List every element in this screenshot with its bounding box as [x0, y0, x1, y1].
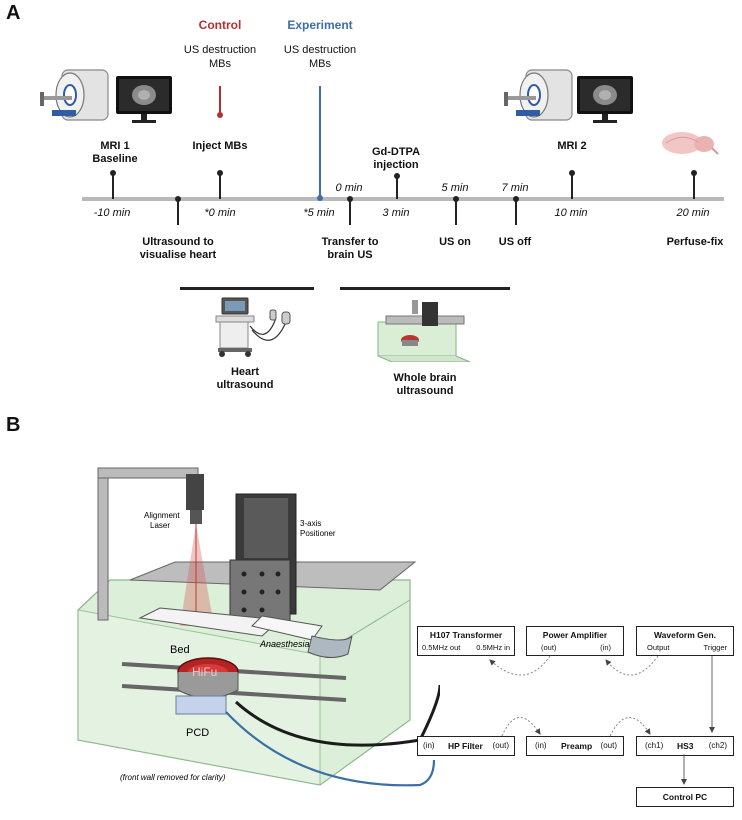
label-anaesthesia: Anaesthesia [259, 639, 310, 649]
dot-transfer [347, 196, 353, 202]
label-laser-2: Laser [150, 521, 170, 530]
dot-mri1 [110, 170, 116, 176]
label-pcd: PCD [186, 727, 209, 739]
time-0-star: *0 min [204, 207, 236, 219]
time-minus10: -10 min [93, 207, 131, 219]
tick-heart-us [177, 199, 179, 225]
brain-us-rig-icon [377, 300, 471, 362]
box-control-pc: Control PC [636, 787, 734, 807]
tick-transfer [349, 199, 351, 225]
mri-scanner-2-icon [504, 69, 573, 121]
mri-monitor-1-icon [116, 76, 172, 123]
mri-monitor-2-icon [577, 76, 633, 123]
experiment-marker-line [319, 86, 321, 198]
timeline-bar [82, 197, 724, 201]
panel-a-letter: A [6, 2, 21, 24]
dot-perfuse [691, 170, 697, 176]
tick-gd [396, 176, 398, 199]
time-5-star: *5 min [303, 207, 335, 219]
control-sub-line2: MBs [209, 58, 231, 70]
tick-us-off [515, 199, 517, 225]
tick-mri1 [112, 173, 114, 199]
dot-us-on [453, 196, 459, 202]
event-mri2: MRI 2 [557, 140, 587, 152]
heart-us-bar [180, 287, 314, 290]
label-front-wall: (front wall removed for clarity) [120, 773, 226, 782]
time-20: 20 min [676, 207, 710, 219]
box-waveform: Waveform Gen. Output Trigger [636, 626, 734, 656]
event-inject-mbs: Inject MBs [192, 140, 248, 152]
box-hs3: (ch1) HS3 (ch2) [636, 736, 734, 756]
experiment-label: Experiment [287, 18, 353, 32]
label-positioner-1: 3-axis [300, 519, 321, 528]
dot-inject [217, 170, 223, 176]
dot-heart-us [175, 196, 181, 202]
label-hifu: HiFu [192, 665, 217, 679]
label-bed: Bed [170, 644, 190, 656]
time-5: 5 min [441, 182, 469, 194]
event-us-off: US off [498, 236, 532, 248]
tick-perfuse [693, 173, 695, 199]
mri-scanner-1-icon [40, 69, 109, 121]
brain-icon [662, 132, 719, 155]
tick-us-on [455, 199, 457, 225]
experiment-sub-line2: MBs [309, 58, 331, 70]
label-positioner-2: Positioner [300, 529, 336, 538]
event-us-on: US on [439, 236, 471, 248]
control-marker-line [219, 86, 221, 114]
dot-mri2 [569, 170, 575, 176]
time-7: 7 min [501, 182, 529, 194]
hifu-rig-drawing: Bed Anaesthesia HiFu PCD (front wall rem… [77, 467, 440, 787]
panel-b-letter: B [6, 414, 21, 436]
time-10: 10 min [554, 207, 588, 219]
block-diagram-arrows [489, 655, 715, 785]
tick-inject [219, 173, 221, 199]
box-preamp: (in) Preamp (out) [526, 736, 624, 756]
time-0: 0 min [335, 182, 363, 194]
control-marker-dot [217, 112, 223, 118]
box-h107: H107 Transformer 0.5MHz out 0.5MHz in [417, 626, 515, 656]
box-power-amp: Power Amplifier (out) (in) [526, 626, 624, 656]
dot-experiment [317, 195, 323, 201]
control-label: Control [198, 18, 242, 32]
box-hp-filter: (in) HP Filter (out) [417, 736, 515, 756]
time-3: 3 min [382, 207, 410, 219]
dot-us-off [513, 196, 519, 202]
label-laser-1: Alignment [144, 511, 180, 520]
event-perfuse: Perfuse-fix [666, 236, 724, 248]
control-sub-line1: US destruction [183, 44, 257, 56]
tick-mri2 [571, 173, 573, 199]
dot-gd [394, 173, 400, 179]
ultrasound-machine-icon [215, 297, 291, 357]
brain-us-bar [340, 287, 510, 290]
experiment-sub-line1: US destruction [283, 44, 357, 56]
